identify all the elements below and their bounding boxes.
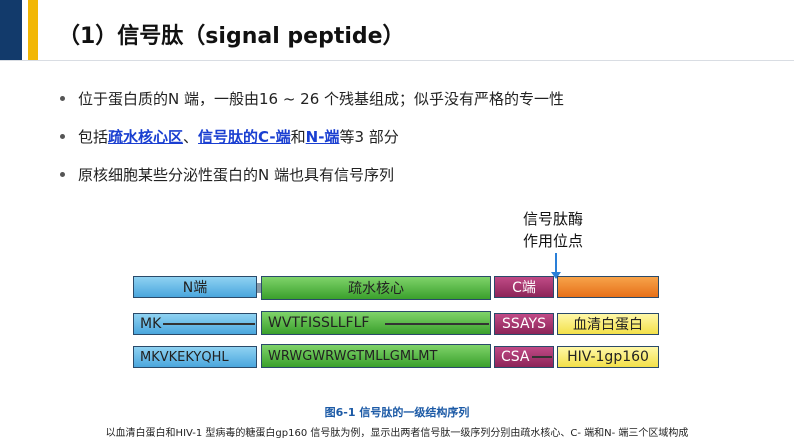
cleavage-site-label: 信号肽酶 作用位点 — [512, 208, 594, 252]
c-region-sequence-gp160: CSA — [494, 346, 554, 368]
sequence-dash — [532, 356, 552, 358]
cleavage-arrow-line — [555, 253, 557, 275]
cleavage-arrow-icon — [551, 272, 561, 279]
link-n-terminal[interactable]: N-端 — [305, 128, 340, 146]
mature-protein-segment — [557, 276, 659, 298]
slide-title: （1）信号肽（signal peptide） — [58, 24, 405, 49]
core-sequence-gp160: WRWGWRWGTMLLGMLMT — [261, 344, 491, 368]
figure-title: 图6-1 信号肽的一级结构序列 — [324, 406, 470, 419]
sequence-text: MKVKEKYQHL — [140, 349, 229, 365]
sequence-dash — [163, 323, 255, 325]
hydrophobic-core-segment: 疏水核心 — [261, 276, 491, 300]
cleavage-label-line1: 信号肽酶 — [522, 210, 583, 228]
sequence-text: WRWGWRWGTMLLGMLMT — [268, 348, 438, 364]
protein-label-albumin: 血清白蛋白 — [557, 313, 659, 335]
bullet-item-1: 位于蛋白质的N 端，一般由16 ~ 26 个残基组成；似乎没有严格的专一性 — [60, 88, 564, 126]
bullet-text: 和 — [290, 128, 306, 146]
protein-label-gp160: HIV-1gp160 — [557, 346, 659, 368]
bullet-item-2: 包括疏水核心区、信号肽的C-端和N-端等3 部分 — [60, 126, 564, 164]
c-region-sequence-albumin: SSAYS — [494, 313, 554, 335]
cleavage-label-line2: 作用位点 — [522, 232, 583, 250]
sequence-text: MK — [140, 316, 162, 332]
sequence-dash — [385, 323, 489, 325]
bullet-list: 位于蛋白质的N 端，一般由16 ~ 26 个残基组成；似乎没有严格的专一性 包括… — [60, 88, 564, 202]
connector — [255, 283, 263, 293]
bullet-text: 等3 部分 — [339, 128, 399, 146]
bullet-item-3: 原核细胞某些分泌性蛋白的N 端也具有信号序列 — [60, 164, 564, 202]
accent-bar-gold — [28, 0, 38, 60]
figure-caption: 以血清白蛋白和HIV-1 型病毒的糖蛋白gp160 信号肽为例，显示出两者信号肽… — [105, 428, 689, 439]
bullet-text: 包括 — [78, 128, 109, 146]
header-divider — [0, 60, 794, 61]
link-signal-peptide-c-terminal[interactable]: 信号肽的C-端 — [198, 128, 291, 146]
sequence-text: WVTFISSLLFLF — [268, 315, 370, 331]
c-region-segment: C端 — [494, 276, 554, 298]
bullet-text: 、 — [183, 128, 199, 146]
bullet-text: 原核细胞某些分泌性蛋白的N 端也具有信号序列 — [78, 166, 394, 184]
link-hydrophobic-core[interactable]: 疏水核心区 — [108, 128, 184, 146]
n-region-segment: N端 — [133, 276, 257, 298]
n-region-sequence-gp160: MKVKEKYQHL — [133, 346, 257, 368]
sequence-text: CSA — [501, 349, 530, 365]
accent-bar-navy — [0, 0, 22, 60]
bullet-text: 位于蛋白质的N 端，一般由16 ~ 26 个残基组成；似乎没有严格的专一性 — [78, 90, 565, 108]
